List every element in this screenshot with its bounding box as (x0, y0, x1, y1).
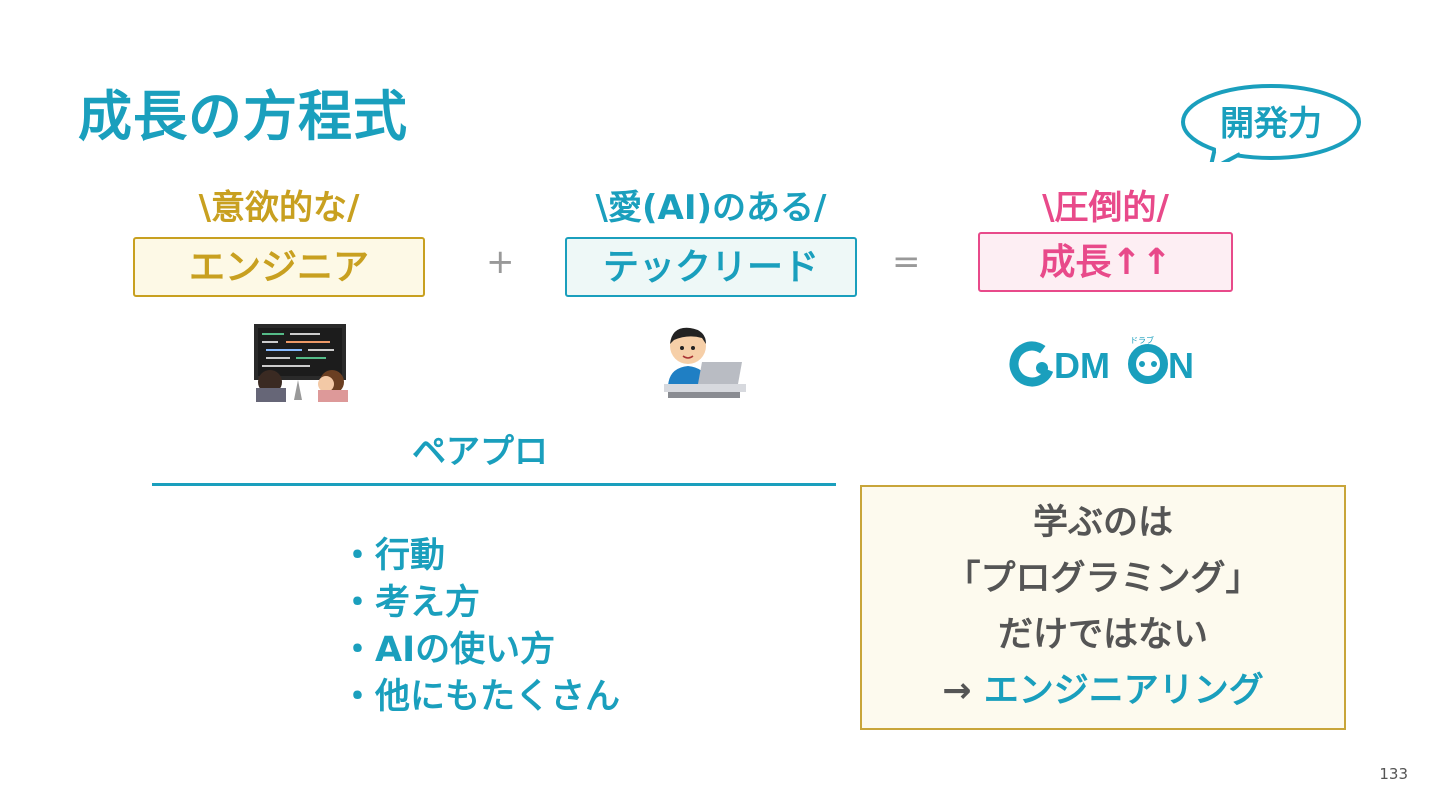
engineering-text: エンジニアリング (983, 671, 1264, 711)
logo-small-text: ドラブ (1130, 335, 1154, 345)
arrow-text: → (942, 671, 984, 711)
equals-sign: = (892, 242, 921, 282)
learn-line-2: 「プログラミング」 (945, 559, 1261, 599)
svg-text:DM: DM (1054, 345, 1110, 386)
bullet-item: ・行動 (340, 536, 446, 576)
engineer-tag: \意欲的な/ (198, 188, 360, 228)
bullet-list: ・行動 ・考え方 ・AIの使い方 ・他にもたくさん (340, 533, 620, 721)
growth-box: 成長↑↑ (978, 232, 1233, 292)
learn-line-3: だけではない (997, 615, 1208, 655)
page-title: 成長の方程式 (78, 85, 408, 148)
techlead-box: テックリード (565, 237, 857, 297)
pair-programming-illustration (254, 324, 348, 402)
techlead-illustration (664, 327, 746, 398)
learn-line-1: 学ぶのは (1032, 503, 1173, 543)
page-number: 133 (1379, 765, 1408, 783)
pair-heading: ペアプロ (412, 432, 548, 472)
speech-bubble (1181, 84, 1361, 162)
bullet-item: ・AIの使い方 (340, 630, 556, 670)
lead-tag: \愛(AI)のある/ (595, 188, 827, 228)
learning-box: 学ぶのは 「プログラミング」 だけではない → エンジニアリング (860, 485, 1346, 730)
codmon-logo: DM N ドラブ (1009, 335, 1194, 387)
engineer-box: エンジニア (133, 237, 425, 297)
bubble-text: 開発力 (1220, 104, 1322, 144)
bullet-item: ・考え方 (340, 583, 481, 623)
plus-sign: + (486, 242, 515, 282)
growth-tag: \圧倒的/ (1042, 188, 1169, 228)
svg-text:N: N (1168, 345, 1194, 386)
learn-line-4: → エンジニアリング (862, 663, 1344, 719)
section-divider (152, 483, 836, 486)
bullet-item: ・他にもたくさん (340, 677, 621, 717)
